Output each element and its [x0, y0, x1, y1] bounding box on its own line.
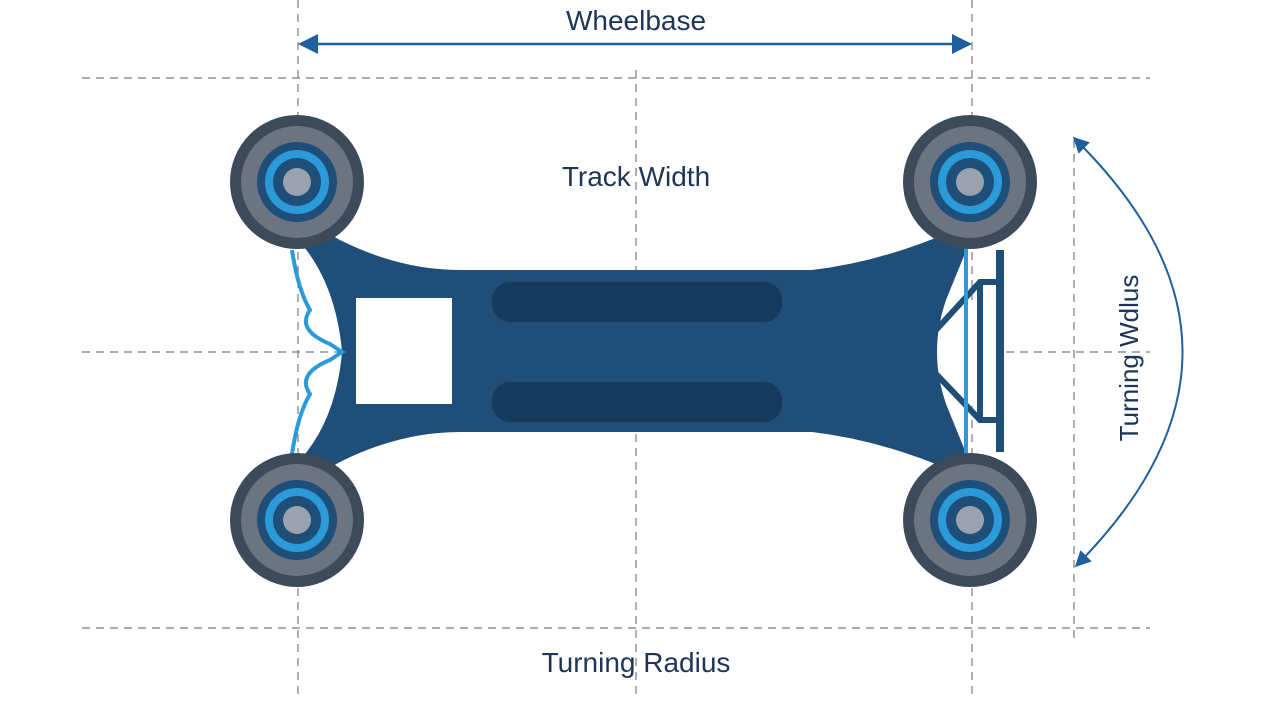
turning-radius-bottom-label: Turning Radius: [542, 647, 731, 678]
turning-radius-arc: [1072, 136, 1184, 568]
chassis-body: [300, 228, 968, 474]
steering-linkage: [933, 279, 1000, 423]
track-width-label: Track Width: [562, 161, 710, 192]
wheel-front-right: [903, 115, 1037, 249]
wheel-rear-right: [903, 453, 1037, 587]
wheelbase-label: Wheelbase: [566, 5, 706, 36]
chassis-left-window: [356, 298, 452, 404]
wheel-rear-left: [230, 453, 364, 587]
wheel-front-left: [230, 115, 364, 249]
turning-radius-side-label: Turning Wdlus: [1114, 275, 1144, 442]
chassis: [290, 228, 1004, 474]
battery-panel-lower: [492, 382, 782, 422]
chassis-right-cutout: [937, 300, 1000, 404]
left-suspension-accent: [290, 249, 346, 455]
battery-panel-upper: [492, 282, 782, 322]
